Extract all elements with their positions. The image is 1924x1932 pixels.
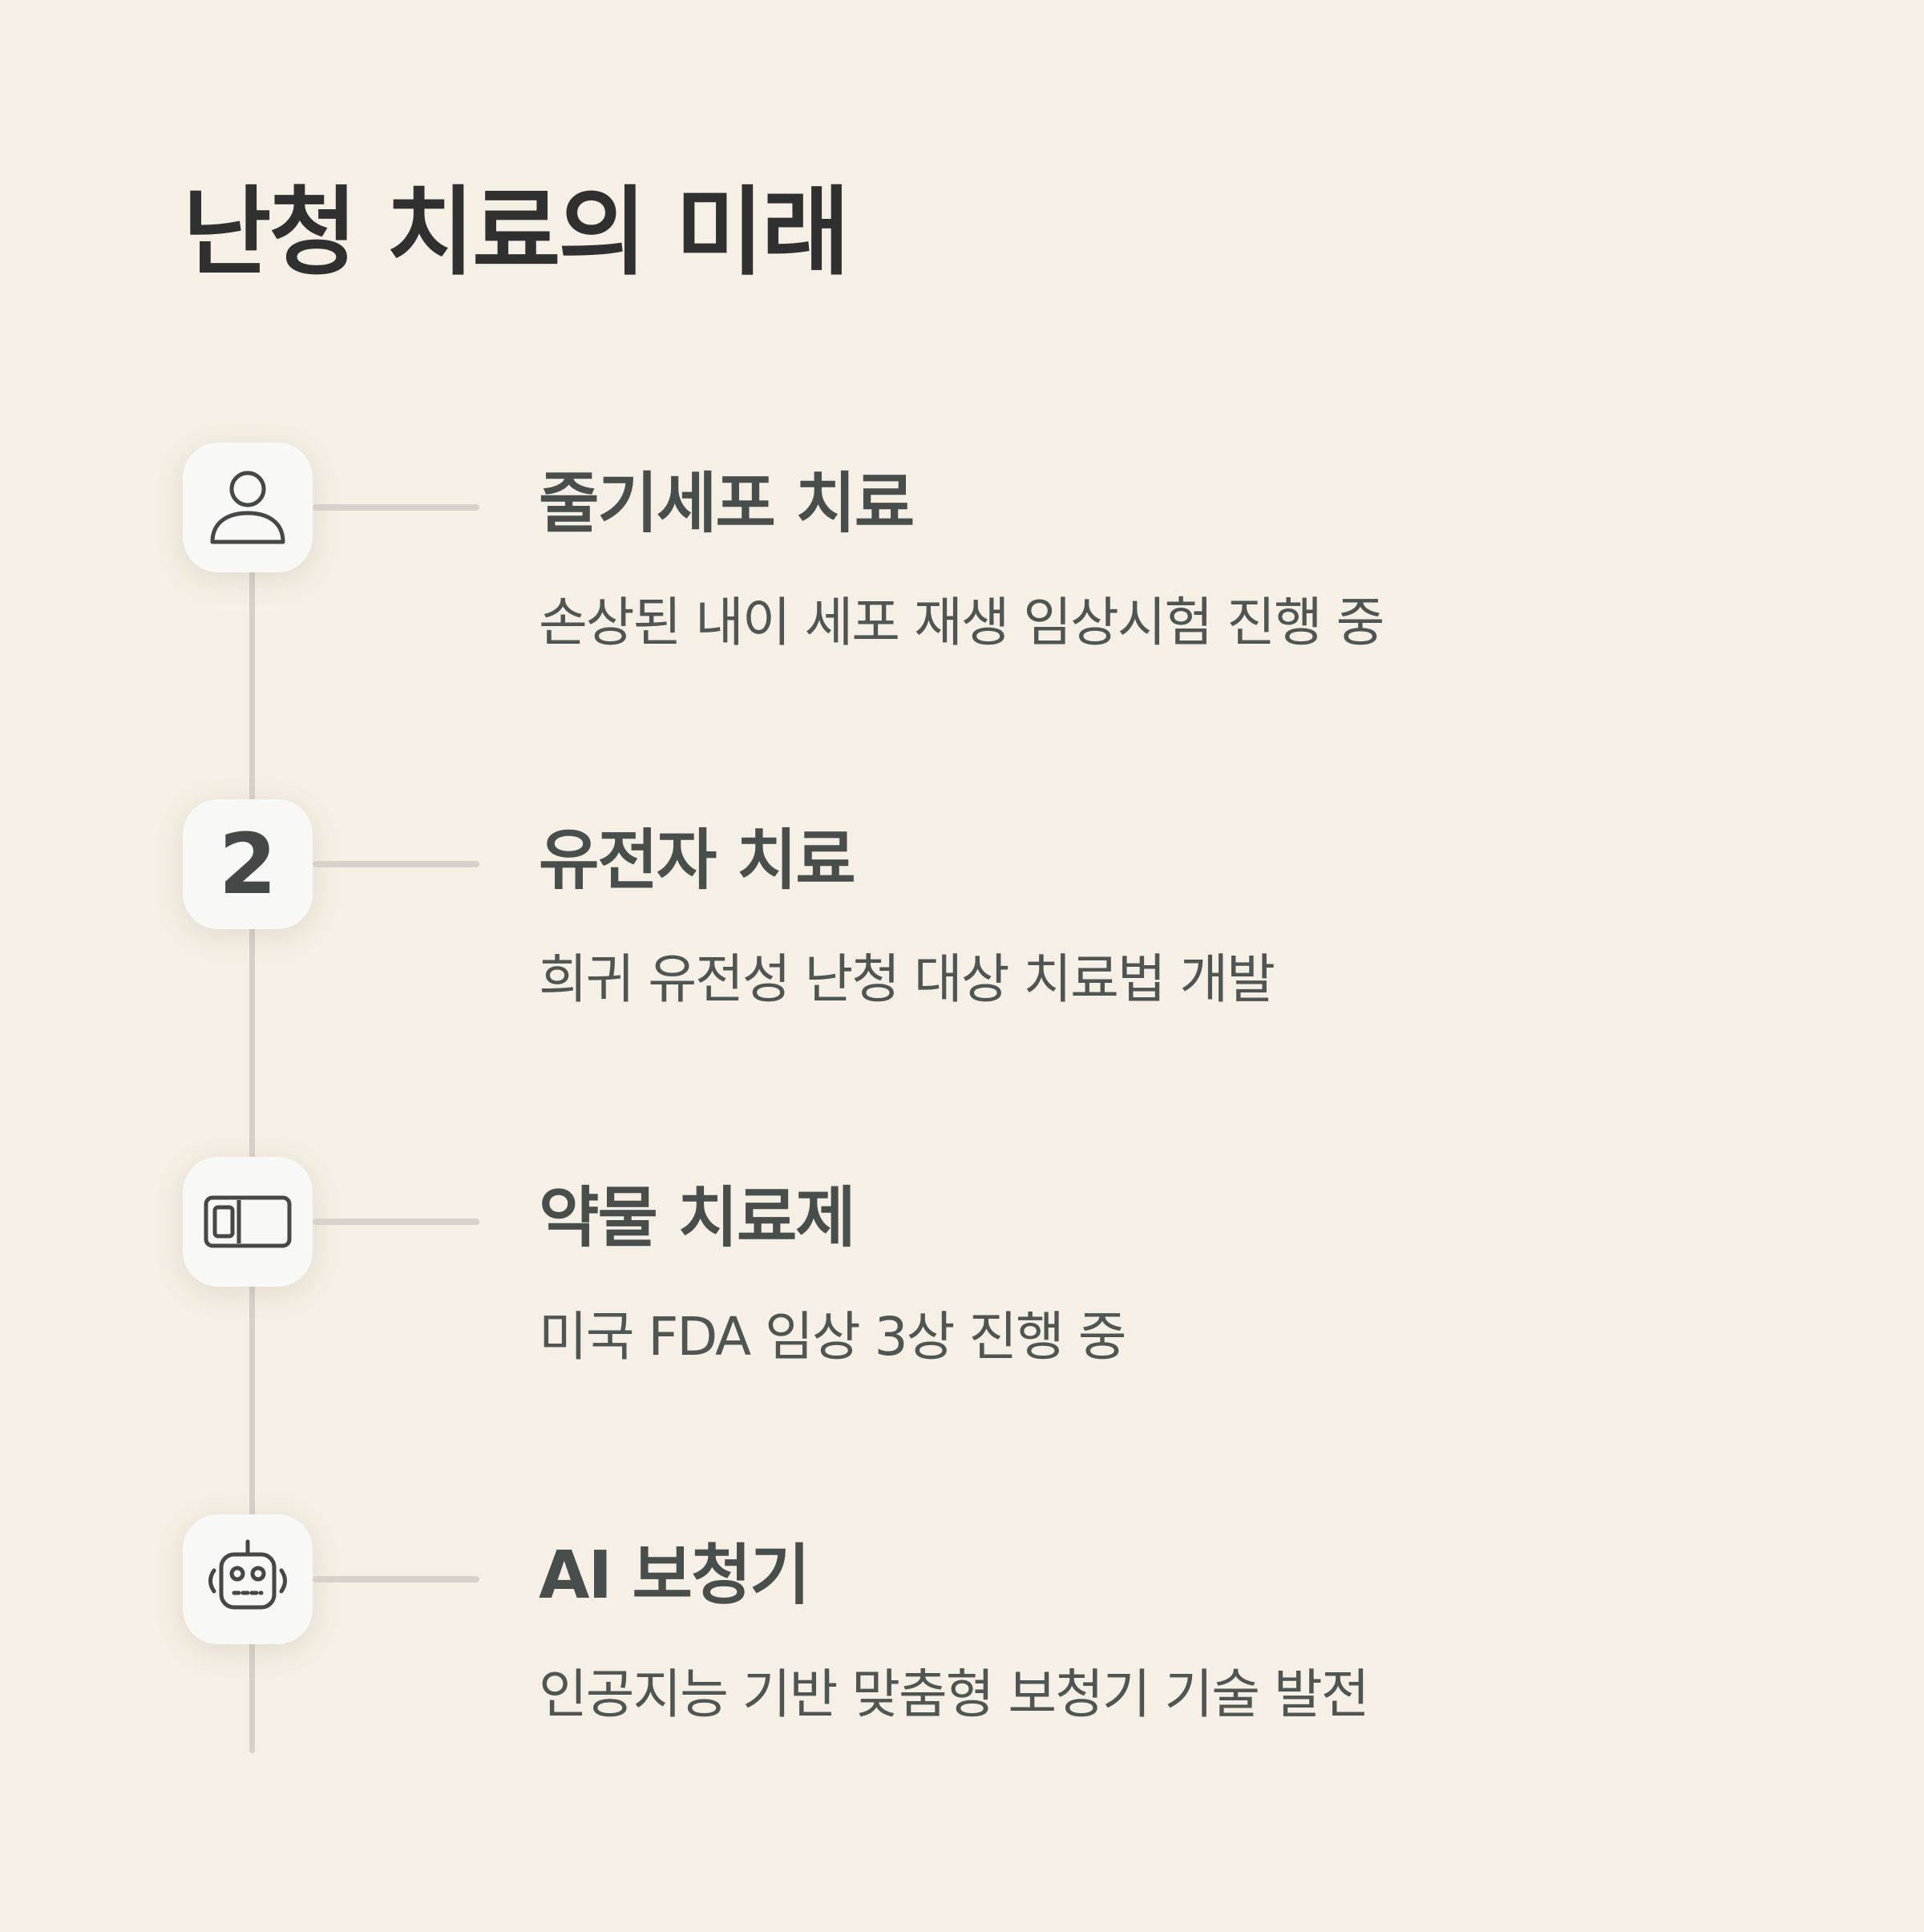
page-title: 난청 치료의 미래 <box>183 177 850 289</box>
icon-box <box>183 1157 313 1287</box>
icon-box <box>183 443 313 572</box>
timeline-item-stem-cell: 줄기세포 치료 손상된 내이 세포 재생 임상시험 진행 중 <box>0 443 1924 707</box>
item-title: 줄기세포 치료 <box>539 466 915 542</box>
item-title: 유전자 치료 <box>539 823 856 899</box>
connector-line <box>313 1219 479 1225</box>
item-title: AI 보청기 <box>539 1538 810 1614</box>
icon-box <box>183 1514 313 1644</box>
timeline-item-drug-therapy: 약물 치료제 미국 FDA 임상 3상 진행 중 <box>0 1157 1924 1421</box>
step-number-badge: 2 <box>218 815 277 913</box>
item-description: 희귀 유전성 난청 대상 치료법 개발 <box>539 948 1275 1010</box>
timeline-line <box>249 513 255 1753</box>
connector-line <box>313 861 479 867</box>
item-description: 미국 FDA 임상 3상 진행 중 <box>539 1306 1126 1368</box>
person-icon <box>204 463 292 552</box>
connector-line <box>313 504 479 511</box>
timeline-item-ai-hearing-aid: AI 보청기 인공지능 기반 맞춤형 보청기 기술 발전 <box>0 1514 1924 1779</box>
pill-capsule-icon <box>204 1178 292 1266</box>
item-description: 인공지능 기반 맞춤형 보청기 기술 발전 <box>539 1663 1369 1725</box>
connector-line <box>313 1576 479 1582</box>
timeline-item-gene-therapy: 2 유전자 치료 희귀 유전성 난청 대상 치료법 개발 <box>0 799 1924 1064</box>
item-title: 약물 치료제 <box>539 1180 856 1256</box>
icon-box: 2 <box>183 799 313 929</box>
robot-icon <box>204 1535 292 1623</box>
item-description: 손상된 내이 세포 재생 임상시험 진행 중 <box>539 592 1384 653</box>
